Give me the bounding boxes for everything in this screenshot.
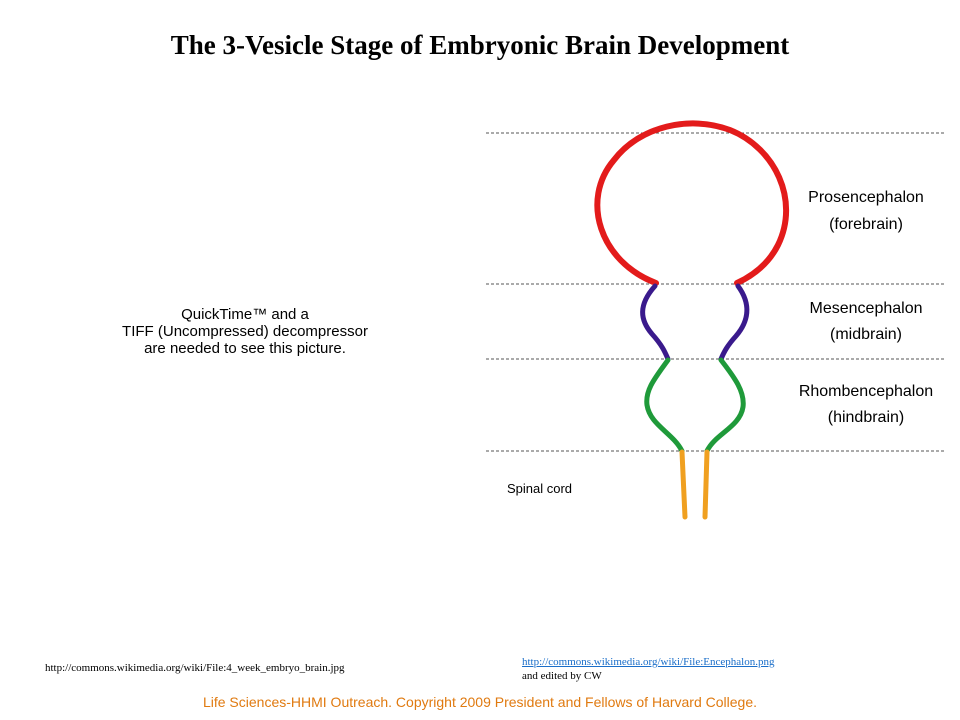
hindbrain-right-wall bbox=[704, 357, 746, 454]
label-prosencephalon: Prosencephalon bbox=[808, 189, 924, 206]
midbrain-right-wall bbox=[718, 283, 750, 362]
label-mesencephalon: Mesencephalon bbox=[810, 300, 923, 317]
forebrain-outline bbox=[594, 120, 790, 286]
hindbrain-left-wall bbox=[644, 357, 685, 454]
missing-picture-placeholder: QuickTime™ and a TIFF (Uncompressed) dec… bbox=[105, 306, 385, 357]
image-source-right: http://commons.wikimedia.org/wiki/File:E… bbox=[522, 655, 774, 683]
label-midbrain: (midbrain) bbox=[830, 326, 902, 343]
region-dividers bbox=[486, 132, 946, 452]
placeholder-line-3: are needed to see this picture. bbox=[144, 340, 346, 357]
spinal-cord-left bbox=[679, 449, 688, 520]
label-forebrain: (forebrain) bbox=[829, 216, 903, 233]
copyright-footer: Life Sciences-HHMI Outreach. Copyright 2… bbox=[202, 694, 758, 710]
slide-title: The 3-Vesicle Stage of Embryonic Brain D… bbox=[170, 30, 790, 60]
label-hindbrain: (hindbrain) bbox=[828, 409, 904, 426]
placeholder-line-2: TIFF (Uncompressed) decompressor bbox=[122, 323, 368, 340]
placeholder-line-1: QuickTime™ and a bbox=[181, 306, 309, 323]
edited-by-note: and edited by CW bbox=[522, 670, 602, 682]
label-rhombencephalon: Rhombencephalon bbox=[799, 383, 933, 400]
label-spinal-cord: Spinal cord bbox=[507, 481, 572, 496]
spinal-cord-right bbox=[702, 449, 710, 520]
image-source-left: http://commons.wikimedia.org/wiki/File:4… bbox=[45, 662, 345, 674]
midbrain-left-wall bbox=[640, 283, 671, 362]
encephalon-source-link[interactable]: http://commons.wikimedia.org/wiki/File:E… bbox=[522, 656, 775, 668]
